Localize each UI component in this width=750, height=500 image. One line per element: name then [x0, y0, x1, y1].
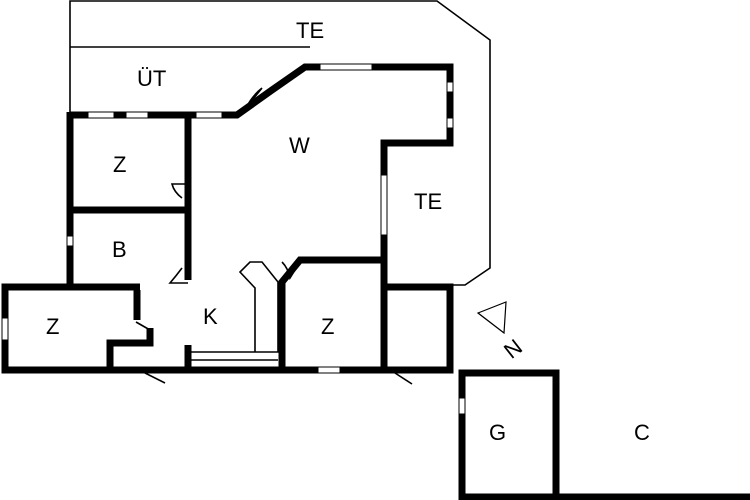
window [446, 81, 454, 93]
room-label-te-top: TE [296, 18, 324, 43]
room-label-g: G [489, 420, 506, 445]
door-swing [170, 183, 188, 199]
room-label-ut: ÜT [137, 66, 166, 91]
door-swing [144, 372, 166, 384]
room-label-k: K [203, 304, 218, 329]
door-swing [394, 372, 413, 385]
door-swing [245, 87, 263, 109]
door-swing [281, 261, 301, 281]
window [125, 111, 149, 119]
window [380, 174, 388, 236]
room-label-w: W [289, 133, 310, 158]
kitchen-counter [190, 261, 279, 353]
window [319, 63, 373, 71]
window [446, 117, 454, 129]
room-label-te-right: TE [414, 189, 442, 214]
window [195, 111, 223, 119]
wall-z3 [278, 256, 384, 370]
window [1, 317, 9, 341]
garage-wall [458, 369, 560, 500]
door-swing [168, 267, 188, 284]
window [458, 397, 466, 415]
wall-upper-main [70, 63, 454, 370]
window [317, 366, 341, 374]
room-label-z3: Z [321, 314, 334, 339]
room-label-b: B [112, 237, 127, 262]
terrace-outline [69, 0, 491, 286]
window [66, 235, 74, 247]
room-label-z2: Z [46, 314, 59, 339]
room-label-c: C [634, 420, 650, 445]
wall-z2-notch [106, 328, 154, 370]
north-arrow-icon [476, 301, 507, 335]
door-swing [135, 321, 151, 331]
room-label-z1: Z [113, 152, 126, 177]
compass-label: N [499, 334, 527, 363]
window [87, 111, 115, 119]
